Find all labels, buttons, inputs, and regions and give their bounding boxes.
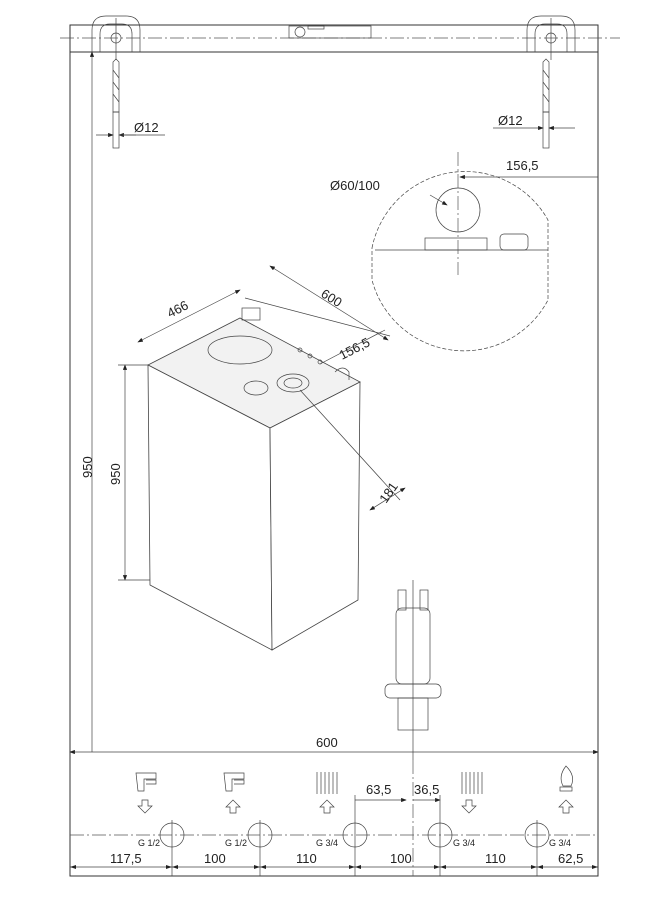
flue-adaptor [384, 580, 442, 760]
spacing-2: 100 [204, 851, 226, 866]
total-width-label: 600 [316, 735, 338, 750]
bottom-dimension-line [70, 865, 598, 869]
thread-label: G 3/4 [549, 838, 571, 848]
flue-detail-view [371, 152, 598, 352]
connection-cold-in: G 1/2 [223, 772, 273, 876]
spacing-6: 62,5 [558, 851, 583, 866]
spacing-1: 117,5 [110, 851, 142, 866]
arrow-up-icon [225, 799, 241, 814]
spacing-5: 110 [485, 851, 506, 866]
radiator-icon [316, 772, 338, 794]
arrow-down-icon [461, 799, 477, 814]
hanging-bracket-left [91, 15, 141, 60]
flue-offset-iso-label: 156,5 [337, 335, 373, 363]
connection-dhw-out: G 1/2 [135, 772, 185, 876]
flue-left-offset: 63,5 [366, 782, 391, 797]
tap-icon [135, 772, 157, 792]
thread-label: G 3/4 [316, 838, 338, 848]
hanging-bracket-right [526, 15, 576, 60]
flue-height-label: 181 [376, 479, 401, 505]
flue-offset-label: 156,5 [506, 158, 539, 173]
total-height-label: 950 [80, 456, 95, 478]
flue-right-offset: 36,5 [414, 782, 439, 797]
spirit-level-icon [288, 25, 372, 39]
arrow-up-icon [558, 799, 574, 814]
arrow-down-icon [137, 799, 153, 814]
connection-heating-return: G 3/4 [427, 772, 483, 848]
drill-right-diameter: Ø12 [498, 113, 523, 128]
tap-icon [223, 772, 245, 792]
thread-label: G 1/2 [138, 838, 160, 848]
flue-diameter-label: Ø60/100 [330, 178, 380, 193]
drill-bit-right-icon [493, 58, 575, 149]
thread-label: G 3/4 [453, 838, 475, 848]
boiler-isometric [118, 265, 406, 651]
thread-label: G 1/2 [225, 838, 247, 848]
radiator-icon [461, 772, 483, 794]
arrow-up-icon [319, 799, 335, 814]
spacing-3: 110 [296, 851, 317, 866]
spacing-4: 100 [390, 851, 412, 866]
connection-heating-flow: G 3/4 [316, 772, 368, 848]
connection-gas: G 3/4 [524, 765, 574, 876]
drill-left-diameter: Ø12 [134, 120, 159, 135]
height-iso-label: 950 [108, 463, 123, 485]
width-iso-label: 600 [318, 286, 344, 310]
drill-bit-left-icon [96, 58, 165, 149]
gas-flame-icon [559, 765, 573, 792]
